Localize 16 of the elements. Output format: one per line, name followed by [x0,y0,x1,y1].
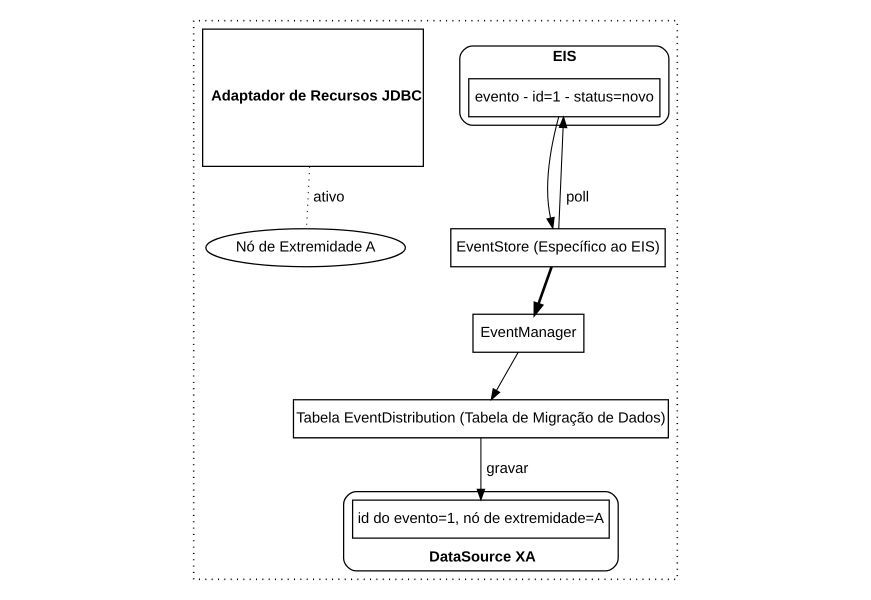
arrow [534,266,553,318]
arrow [558,115,568,228]
arrow [490,352,519,402]
node-box: Adaptador de Recursos JDBC [202,28,424,168]
arrow [546,116,560,230]
cluster [192,20,678,580]
edge-label: gravar [486,460,528,477]
edge-label: poll [566,189,590,206]
arrow [476,438,486,502]
node-ellipse: Nó de Extremidade A [205,228,406,268]
node-box: EventStore (Específico ao EIS) [450,228,666,268]
node-box: evento - id=1 - status=novo [468,78,661,118]
node-box: EventManager [472,314,584,353]
edge-label: ativo [313,189,344,206]
node-box: Tabela EventDistribution (Tabela de Migração de Dados) [292,399,669,438]
node-box: id do evento=1, nó de extremidade=A [352,499,610,539]
